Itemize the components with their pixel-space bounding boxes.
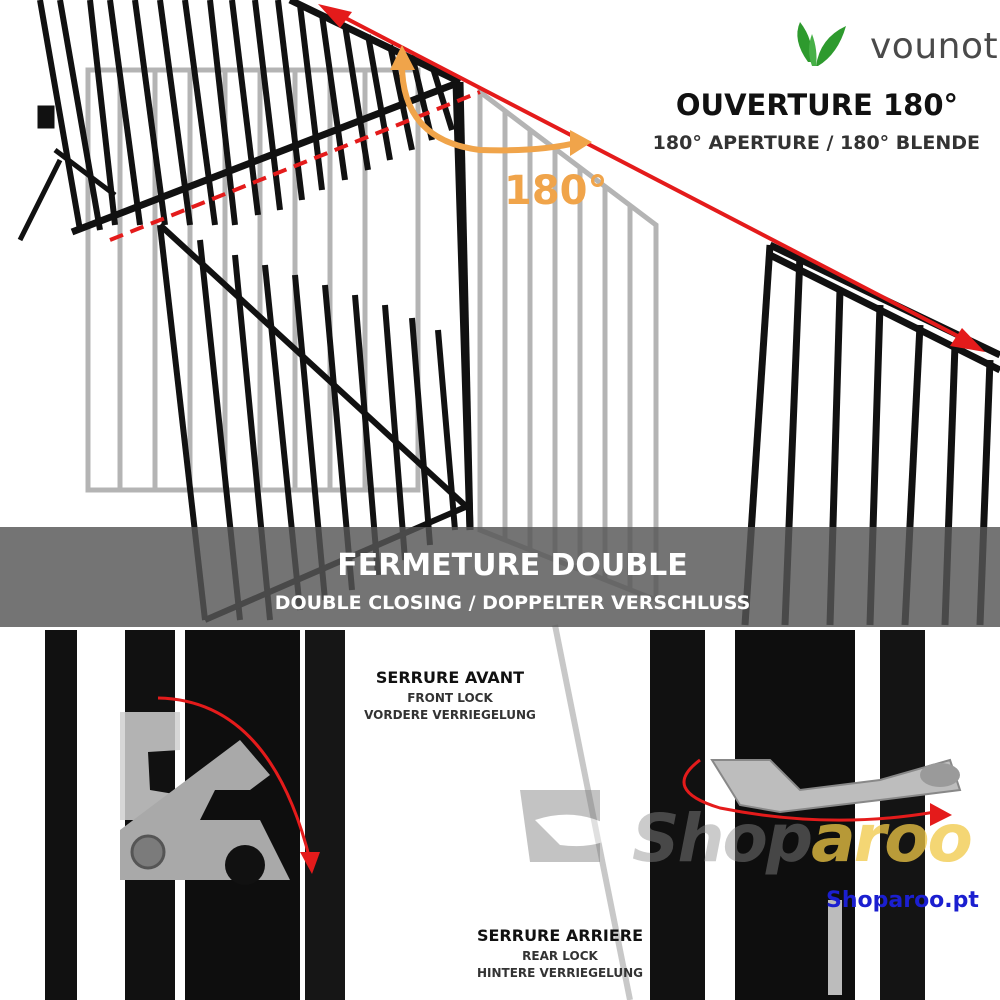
rear-lock-line1: REAR LOCK <box>522 949 598 963</box>
rotation-arc-icon <box>390 45 592 156</box>
watermark-url: Shoparoo.pt <box>826 888 979 913</box>
rear-lock-illustration <box>650 630 962 1000</box>
gate-panel-left <box>37 0 455 231</box>
kangaroo-watermark-icon <box>520 790 620 862</box>
rear-lock-title: SERRURE ARRIERE <box>476 926 644 945</box>
band-subtitle: DOUBLE CLOSING / DOPPELTER VERSCHLUSS <box>274 592 751 614</box>
front-lock-illustration <box>45 630 345 1000</box>
main-subheading: 180° APERTURE / 180° BLENDE <box>652 132 980 154</box>
front-lock-title: SERRURE AVANT <box>375 668 525 687</box>
brand-name: vounot <box>870 26 999 67</box>
ghost-bar <box>552 624 633 1000</box>
rear-lock-caption: SERRURE ARRIERE REAR LOCK HINTERE VERRIE… <box>460 926 660 980</box>
watermark-text: Shoparoo <box>632 800 973 877</box>
band-title: FERMETURE DOUBLE <box>337 548 688 583</box>
front-lock-line2: VORDERE VERRIEGELUNG <box>364 708 536 722</box>
watermark-part1: Shop <box>632 800 813 877</box>
front-lock-line1: FRONT LOCK <box>407 691 493 705</box>
feature-band <box>0 527 1000 627</box>
front-lock-caption: SERRURE AVANT FRONT LOCK VORDERE VERRIEG… <box>350 668 550 722</box>
rear-lock-line2: HINTERE VERRIEGELUNG <box>476 966 644 980</box>
main-heading: OUVERTURE 180° <box>675 88 958 122</box>
watermark-part2: aroo <box>811 800 973 877</box>
wall-mount-bracket <box>17 105 117 242</box>
angle-label: 180° <box>504 168 608 214</box>
brand-block: vounot <box>790 18 998 74</box>
leaf-logo <box>797 22 846 66</box>
